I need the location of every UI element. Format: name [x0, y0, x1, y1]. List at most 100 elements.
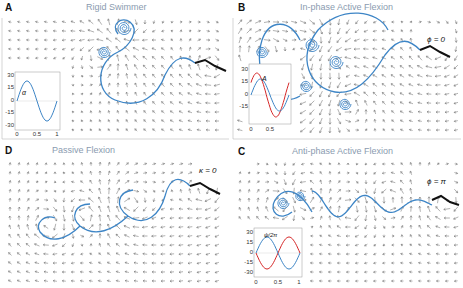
velocity-arrow: [401, 271, 404, 273]
velocity-arrow: [90, 84, 93, 86]
velocity-arrow: [180, 65, 182, 69]
velocity-arrow: [302, 216, 305, 219]
velocity-arrow: [427, 216, 430, 220]
velocity-arrow: [410, 206, 412, 211]
velocity-arrow: [444, 65, 449, 68]
velocity-arrow: [134, 198, 137, 203]
velocity-arrow: [162, 21, 164, 23]
velocity-arrow: [346, 235, 350, 237]
velocity-arrow: [310, 110, 314, 115]
velocity-arrow: [300, 190, 306, 192]
velocity-arrow: [153, 74, 156, 78]
velocity-arrow: [445, 111, 449, 113]
velocity-arrow: [337, 244, 340, 246]
velocity-arrow: [62, 262, 66, 264]
velocity-arrow: [282, 21, 288, 23]
velocity-arrow: [356, 172, 358, 174]
velocity-arrow: [99, 180, 101, 185]
velocity-arrow: [143, 56, 147, 59]
velocity-arrow: [45, 163, 47, 165]
velocity-arrow: [179, 111, 183, 113]
velocity-arrow: [36, 181, 38, 183]
velocity-arrow: [401, 163, 403, 165]
velocity-arrow: [108, 171, 110, 175]
velocity-arrow: [133, 47, 139, 50]
velocity-arrow: [179, 217, 183, 219]
panel-letter: A: [5, 3, 12, 13]
velocity-arrow: [239, 55, 242, 61]
velocity-arrow: [319, 118, 322, 124]
velocity-arrow: [248, 181, 250, 184]
velocity-arrow: [161, 253, 165, 255]
velocity-arrow: [198, 64, 201, 70]
velocity-arrow: [400, 93, 404, 95]
velocity-arrow: [283, 39, 287, 41]
velocity-arrow: [81, 120, 83, 122]
velocity-arrow: [455, 38, 457, 43]
velocity-arrow: [171, 199, 174, 201]
velocity-arrow: [9, 21, 12, 23]
velocity-arrow: [108, 180, 110, 185]
velocity-arrow: [198, 30, 201, 32]
velocity-arrow: [189, 180, 192, 184]
velocity-arrow: [374, 172, 376, 174]
velocity-arrow: [409, 129, 412, 131]
velocity-arrow: [89, 207, 93, 212]
velocity-arrow: [320, 244, 323, 246]
velocity-arrow: [365, 253, 368, 255]
velocity-arrow: [320, 37, 322, 43]
velocity-arrow: [153, 208, 156, 211]
velocity-arrow: [153, 181, 156, 183]
velocity-arrow: [310, 128, 314, 133]
velocity-arrow: [143, 207, 146, 211]
velocity-arrow: [392, 163, 395, 165]
velocity-arrow: [90, 120, 92, 122]
velocity-arrow: [454, 235, 458, 237]
velocity-arrow: [117, 180, 120, 184]
inset-plots: [15, 64, 302, 277]
velocity-arrow: [436, 111, 440, 113]
velocity-arrow: [215, 129, 219, 131]
velocity-arrow: [205, 84, 211, 86]
velocity-arrow: [427, 226, 430, 229]
velocity-arrow: [108, 243, 111, 246]
velocity-arrow: [292, 179, 295, 185]
velocity-arrow: [134, 271, 138, 273]
velocity-arrow: [189, 30, 191, 32]
velocity-arrow: [435, 75, 441, 77]
velocity-arrow: [44, 226, 48, 229]
velocity-arrow: [248, 46, 250, 52]
velocity-arrow: [135, 74, 137, 78]
velocity-arrow: [116, 253, 120, 255]
velocity-arrow: [188, 129, 192, 131]
velocity-arrow: [255, 38, 261, 41]
velocity-arrow: [143, 244, 148, 246]
velocity-arrow: [436, 120, 440, 122]
velocity-arrow: [426, 56, 431, 60]
velocity-arrow: [152, 244, 157, 246]
velocity-arrow: [8, 262, 11, 264]
velocity-arrow: [198, 188, 200, 193]
velocity-arrow: [427, 120, 431, 122]
velocity-arrow: [445, 244, 449, 246]
velocity-arrow: [108, 253, 111, 255]
velocity-arrow: [206, 280, 210, 282]
velocity-arrow: [72, 206, 75, 212]
velocity-arrow: [90, 129, 92, 131]
velocity-arrow: [337, 271, 340, 273]
velocity-arrow: [198, 21, 201, 23]
velocity-arrow: [401, 235, 403, 238]
velocity-arrow: [54, 181, 56, 183]
swimmer-body: [190, 183, 220, 194]
velocity-arrow: [319, 55, 322, 61]
velocity-arrow: [161, 208, 164, 210]
velocity-arrow: [106, 38, 111, 42]
velocity-arrow: [382, 217, 385, 220]
velocity-arrow: [319, 46, 322, 52]
velocity-arrow: [108, 197, 110, 203]
panel-title: In-phase Active Flexion: [300, 3, 393, 12]
velocity-arrow: [320, 73, 322, 79]
velocity-arrow: [365, 180, 367, 184]
velocity-arrow: [143, 280, 147, 282]
